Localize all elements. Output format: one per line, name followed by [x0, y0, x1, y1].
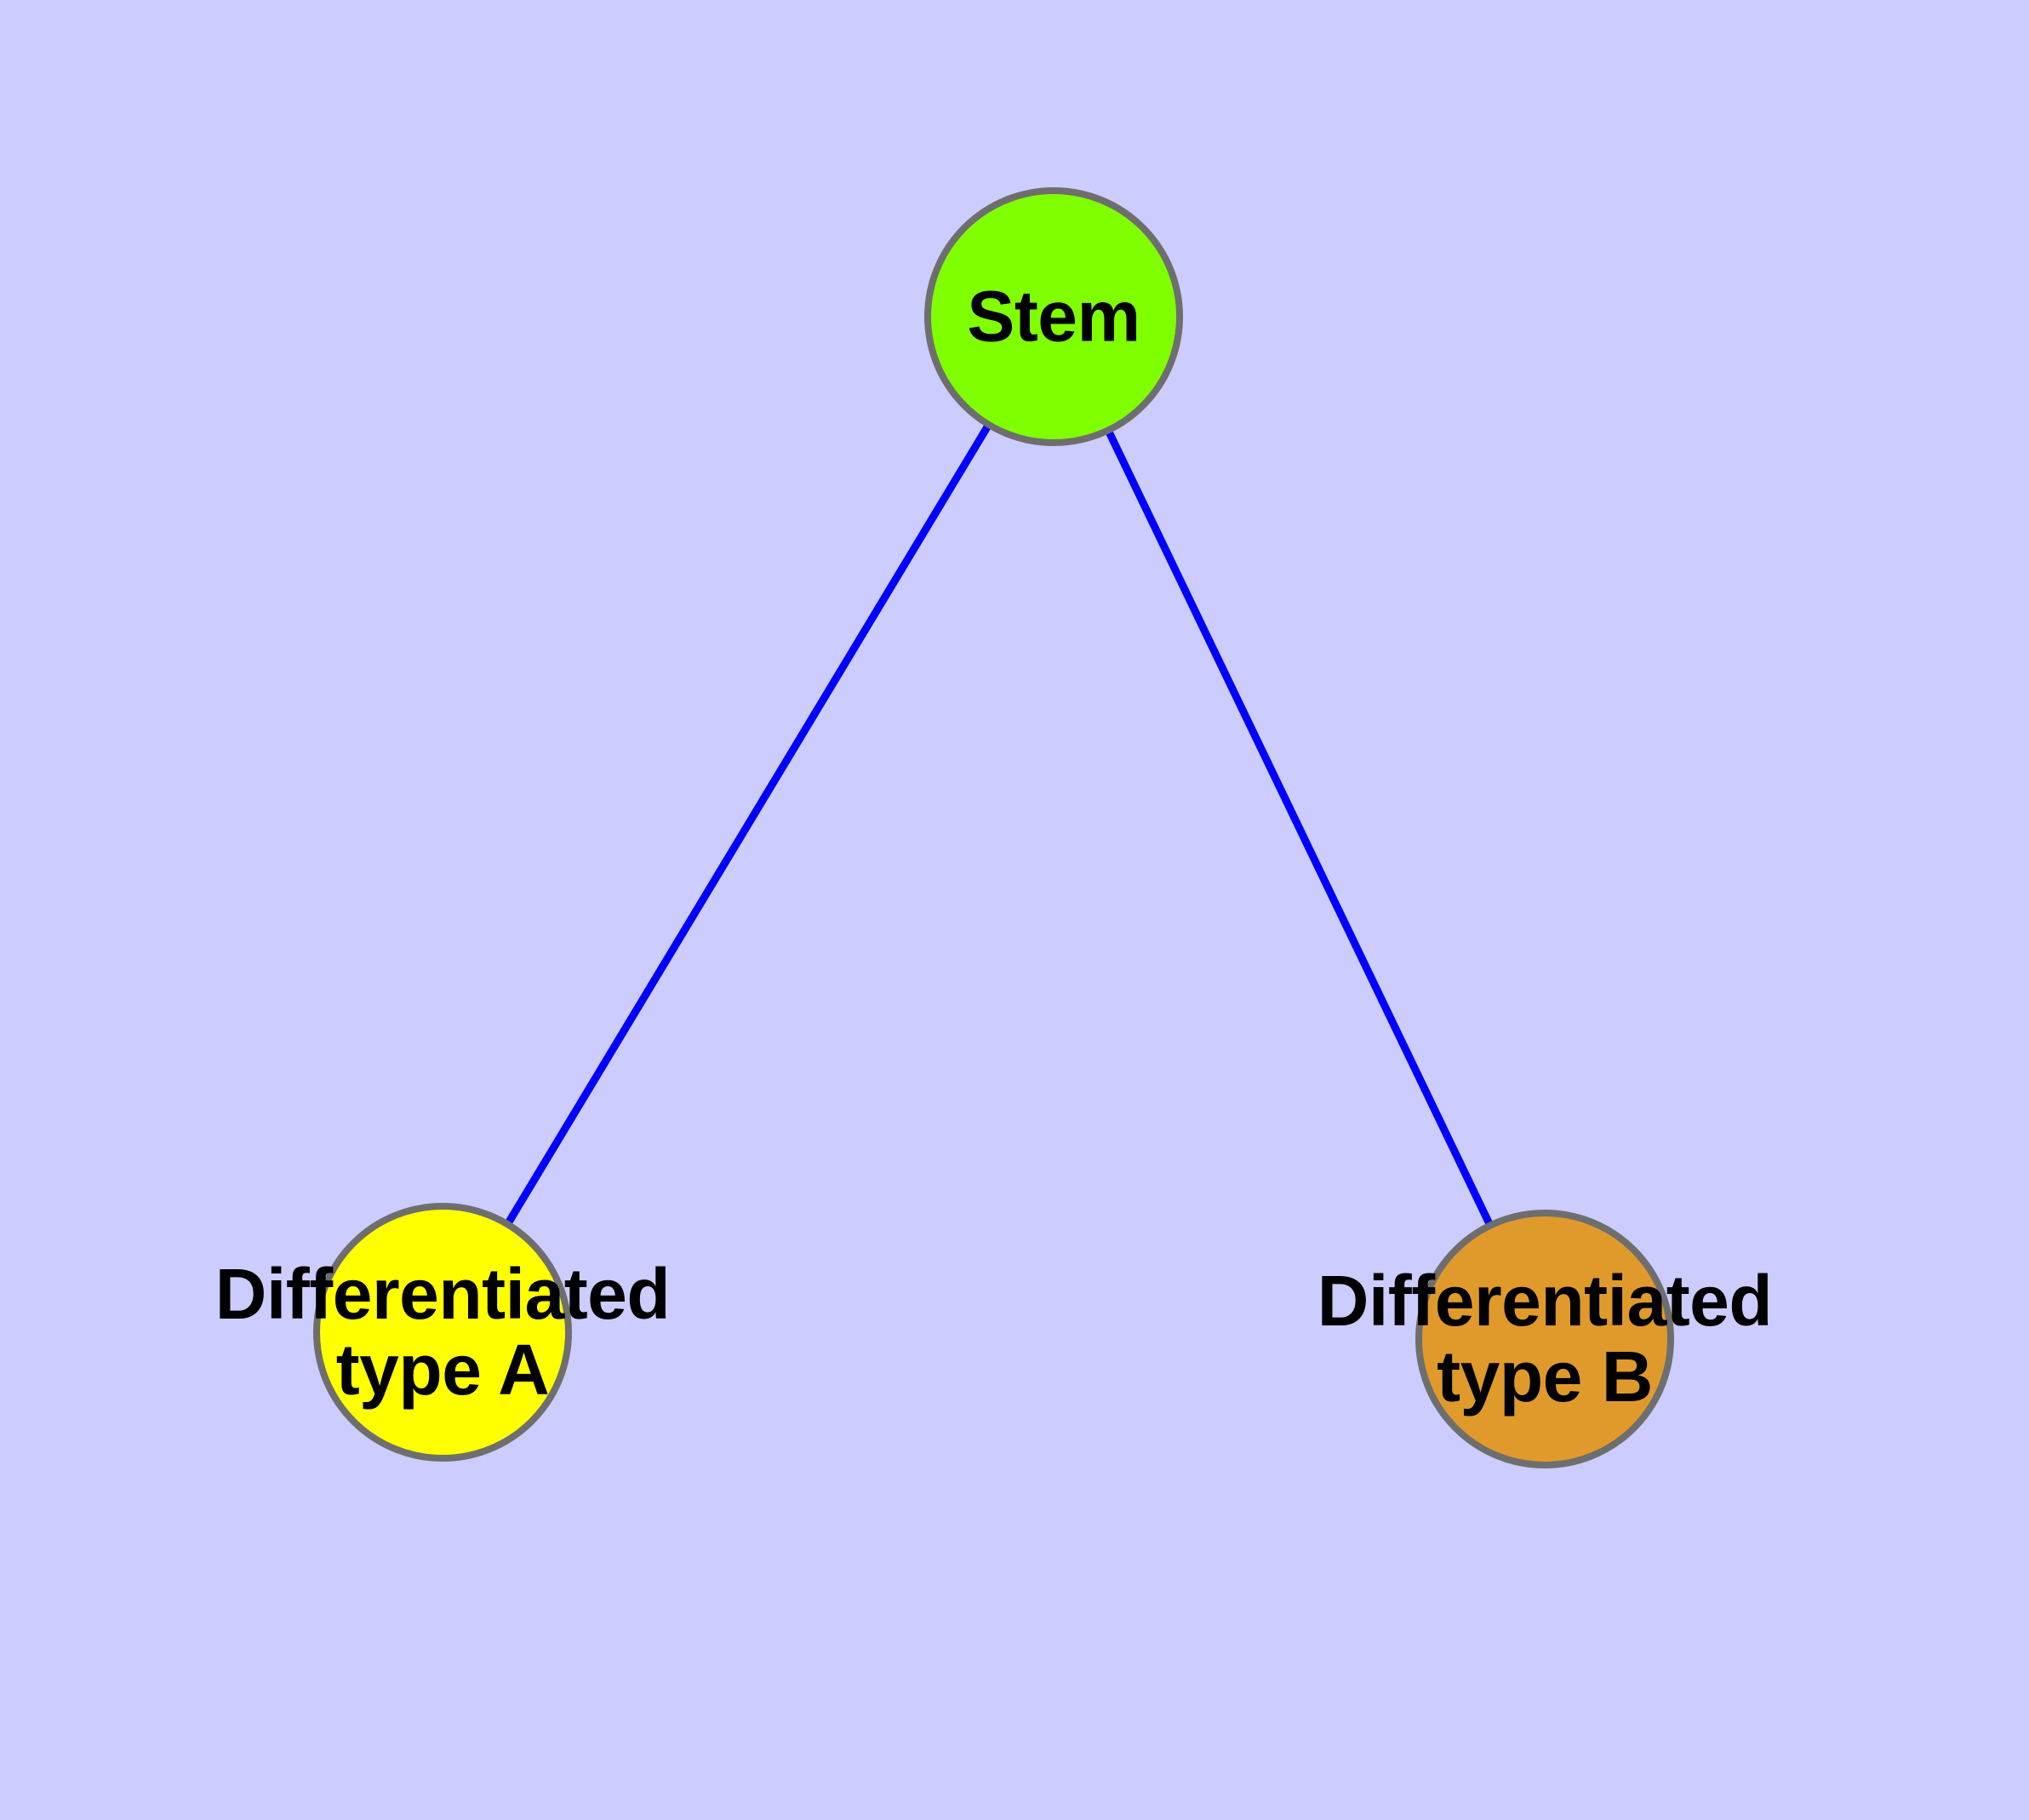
edge-stem-to-differentiated-type-b [1049, 315, 1549, 1341]
node-differentiated-type-a[interactable] [313, 1203, 572, 1462]
node-label-stem: Stem [967, 276, 1140, 357]
node-differentiated-type-b[interactable] [1415, 1210, 1674, 1468]
node-label-differentiated-type-b: Differentiated type B [1317, 1260, 1773, 1417]
node-label-differentiated-type-a: Differentiated type A [214, 1253, 671, 1410]
node-stem[interactable] [924, 187, 1183, 446]
edge-stem-to-differentiated-type-a [439, 314, 1057, 1335]
